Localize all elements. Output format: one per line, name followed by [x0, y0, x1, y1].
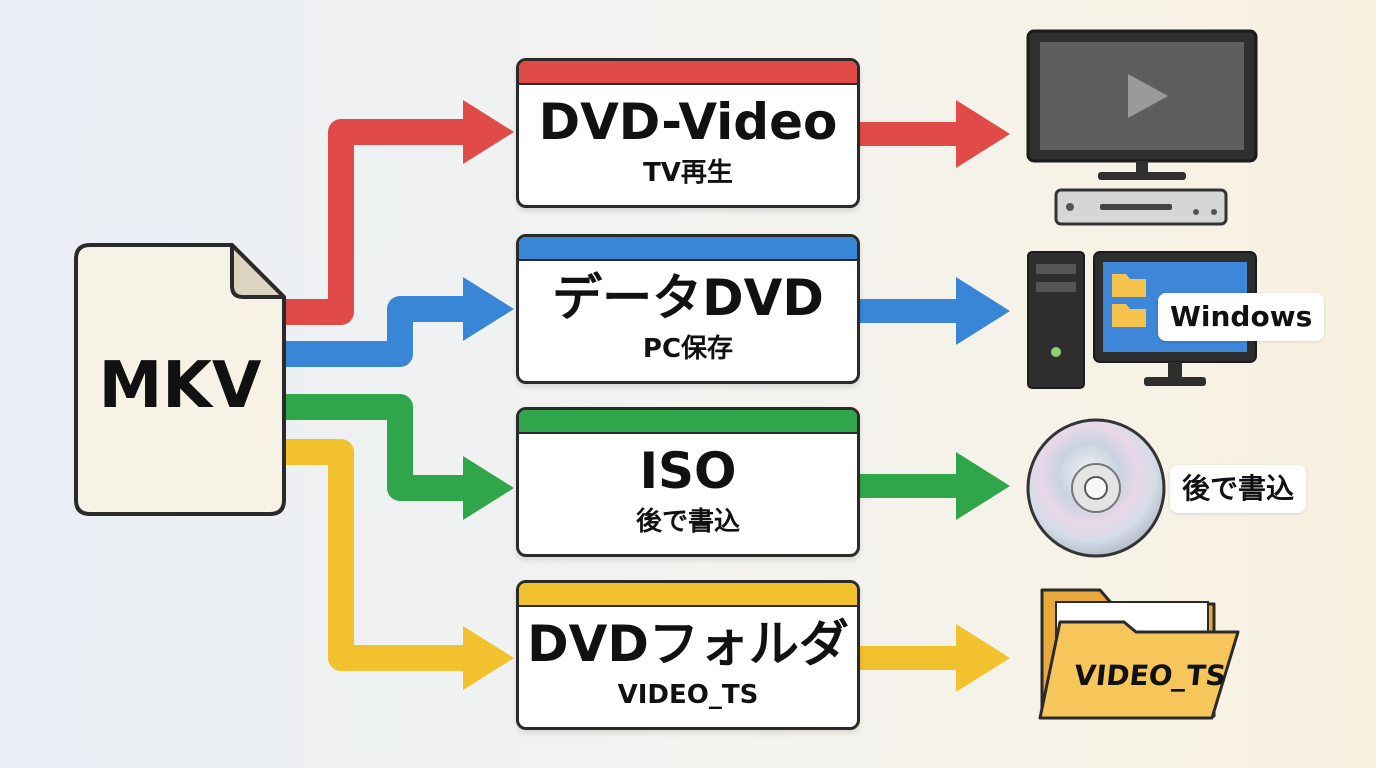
- source-arrowheads: [463, 100, 514, 690]
- arrowhead-green: [463, 456, 514, 520]
- output-title: データDVD: [552, 269, 824, 327]
- small-folder-icon-2: [1112, 304, 1146, 327]
- output-arrowhead-yellow: [956, 624, 1010, 692]
- output-box-iso: ISO 後で書込: [516, 407, 860, 557]
- tv-with-player-icon: [1026, 29, 1258, 226]
- output-arrowhead-blue: [956, 277, 1010, 345]
- output-arrowhead-red: [956, 100, 1010, 168]
- connector-blue: [278, 296, 468, 367]
- output-title: ISO: [639, 442, 737, 500]
- source-connectors: [278, 119, 468, 671]
- color-bar-red: [519, 61, 857, 85]
- device-label-burn-later: 後で書込: [1170, 465, 1307, 513]
- connector-green: [278, 394, 468, 501]
- output-subtitle: TV再生: [643, 158, 733, 188]
- output-box-dvd-folder: DVDフォルダ VIDEO_TS: [516, 580, 860, 730]
- folder-icon: [1038, 588, 1240, 720]
- disc-icon: [1026, 418, 1166, 558]
- play-icon: [1128, 74, 1168, 118]
- small-folder-icon: [1112, 274, 1146, 297]
- connector-red: [278, 119, 468, 325]
- output-subtitle: PC保存: [642, 334, 734, 364]
- folder-label: VIDEO_TS: [1072, 659, 1228, 692]
- source-file-label: MKV: [98, 349, 262, 423]
- output-subtitle: 後で書込: [635, 507, 740, 537]
- output-arrowhead-green: [956, 452, 1010, 520]
- color-bar-green: [519, 410, 857, 434]
- arrowhead-blue: [463, 277, 514, 341]
- device-label-windows: Windows: [1158, 293, 1325, 341]
- output-title: DVD-Video: [538, 93, 838, 151]
- output-box-dvd-video: DVD-Video TV再生: [516, 58, 860, 208]
- arrowhead-yellow: [463, 626, 514, 690]
- connector-yellow: [278, 439, 468, 671]
- arrowhead-red: [463, 100, 514, 164]
- color-bar-yellow: [519, 583, 857, 607]
- color-bar-blue: [519, 237, 857, 261]
- mkv-file-icon: [74, 243, 286, 516]
- output-arrows: [860, 100, 1010, 692]
- output-box-data-dvd: データDVD PC保存: [516, 234, 860, 384]
- output-subtitle: VIDEO_TS: [617, 680, 759, 710]
- output-title: DVDフォルダ: [527, 615, 849, 673]
